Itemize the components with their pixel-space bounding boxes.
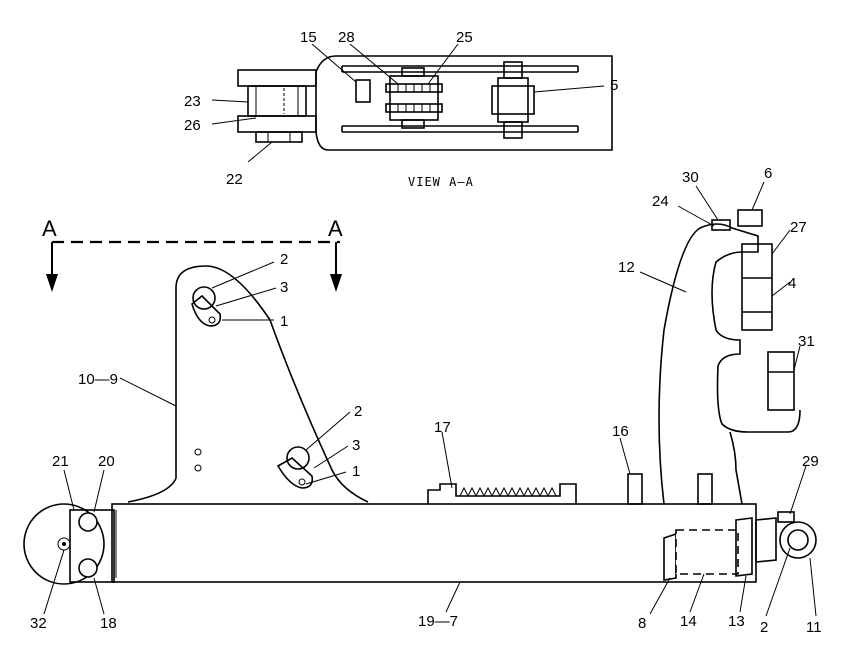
callout-14: 14 bbox=[680, 613, 697, 630]
roller-31 bbox=[767, 351, 795, 411]
bolt-20 bbox=[78, 512, 98, 532]
view-label: VIEW A—A bbox=[408, 175, 474, 189]
pin-2-lower bbox=[286, 446, 310, 470]
section-mark-right: A bbox=[328, 216, 343, 241]
callout-26: 26 bbox=[184, 117, 201, 134]
callout-18: 18 bbox=[100, 615, 117, 632]
bracket-hole-lower bbox=[194, 464, 202, 472]
rack-teeth bbox=[459, 486, 557, 498]
view-a-a-detail: VIEW A—A bbox=[211, 43, 613, 189]
callout-23: 23 bbox=[184, 93, 201, 110]
end-block bbox=[755, 517, 777, 563]
leader-lines bbox=[43, 181, 817, 617]
callout-5: 5 bbox=[610, 77, 618, 94]
section-mark-left: A bbox=[42, 216, 57, 241]
callout-15: 15 bbox=[300, 29, 317, 46]
end-pin-2 bbox=[787, 529, 809, 551]
cylinder-end-13 bbox=[735, 517, 753, 577]
callout-20: 20 bbox=[98, 453, 115, 470]
callout-6: 6 bbox=[764, 165, 772, 182]
bracket-12-foot bbox=[729, 431, 743, 505]
bolt-18 bbox=[78, 558, 98, 578]
roller-5 bbox=[497, 77, 529, 123]
bracket-10-9 bbox=[127, 265, 369, 503]
clevis-pin-body bbox=[247, 85, 307, 117]
part-15-block bbox=[355, 79, 371, 103]
main-beam-19-7 bbox=[111, 503, 757, 583]
section-arrow-left bbox=[46, 274, 58, 292]
callout-27: 27 bbox=[790, 219, 807, 236]
cylinder-14 bbox=[675, 529, 739, 575]
callout-17: 17 bbox=[434, 419, 451, 436]
callout-3-lower: 3 bbox=[352, 437, 360, 454]
callout-3-upper: 3 bbox=[280, 279, 288, 296]
callout-1-lower: 1 bbox=[352, 463, 360, 480]
callout-12: 12 bbox=[618, 259, 635, 276]
callout-1-upper: 1 bbox=[280, 313, 288, 330]
main-assembly bbox=[23, 209, 817, 585]
callout-labels: A A 15 28 25 5 23 26 22 30 6 24 27 12 4 … bbox=[30, 29, 822, 636]
callout-2-end: 2 bbox=[760, 619, 768, 636]
gear-stack bbox=[389, 75, 439, 121]
bolt-1-lower bbox=[298, 478, 306, 486]
plate-3-upper bbox=[191, 294, 222, 327]
callout-30: 30 bbox=[682, 169, 699, 186]
end-pin-11 bbox=[779, 521, 817, 559]
callout-10-9: 10—9 bbox=[78, 371, 118, 388]
callout-22: 22 bbox=[226, 171, 243, 188]
callout-2-lower: 2 bbox=[354, 403, 362, 420]
callout-29: 29 bbox=[802, 453, 819, 470]
roller-5-top-nut bbox=[503, 61, 523, 79]
callout-24: 24 bbox=[652, 193, 669, 210]
rack-17 bbox=[427, 483, 577, 504]
gear-bottom-cap bbox=[401, 119, 425, 129]
post-16b bbox=[697, 473, 713, 505]
callout-13: 13 bbox=[728, 613, 745, 630]
roller-5-core bbox=[491, 85, 535, 115]
post-16 bbox=[627, 473, 643, 505]
gear-top-cap bbox=[401, 67, 425, 77]
end-plate bbox=[69, 509, 115, 583]
bracket-hole-upper bbox=[194, 448, 202, 456]
section-arrow-right bbox=[330, 274, 342, 292]
callout-19-7: 19—7 bbox=[418, 613, 458, 630]
plate-3-lower bbox=[276, 457, 314, 489]
callout-11: 11 bbox=[806, 619, 822, 636]
end-wheel bbox=[23, 503, 105, 585]
grease-fitting-29 bbox=[777, 511, 795, 523]
cylinder-cap-8 bbox=[663, 532, 677, 581]
housing-outline bbox=[315, 55, 613, 151]
callout-2-upper: 2 bbox=[280, 251, 288, 268]
section-line-a-a bbox=[46, 240, 342, 292]
clevis-top-plate bbox=[237, 69, 317, 87]
bolt-1-upper bbox=[208, 316, 216, 324]
callout-32: 32 bbox=[30, 615, 47, 632]
callout-28: 28 bbox=[338, 29, 355, 46]
bolt-head bbox=[255, 131, 303, 143]
callout-25: 25 bbox=[456, 29, 473, 46]
callout-21: 21 bbox=[52, 453, 69, 470]
roller-27-4 bbox=[741, 243, 773, 331]
bolt-6 bbox=[737, 209, 763, 227]
callout-8: 8 bbox=[638, 615, 646, 632]
callout-31: 31 bbox=[798, 333, 815, 350]
bracket-12 bbox=[658, 223, 801, 505]
callout-16: 16 bbox=[612, 423, 629, 440]
roller-5-bottom-nut bbox=[503, 121, 523, 139]
callout-4: 4 bbox=[788, 275, 796, 292]
